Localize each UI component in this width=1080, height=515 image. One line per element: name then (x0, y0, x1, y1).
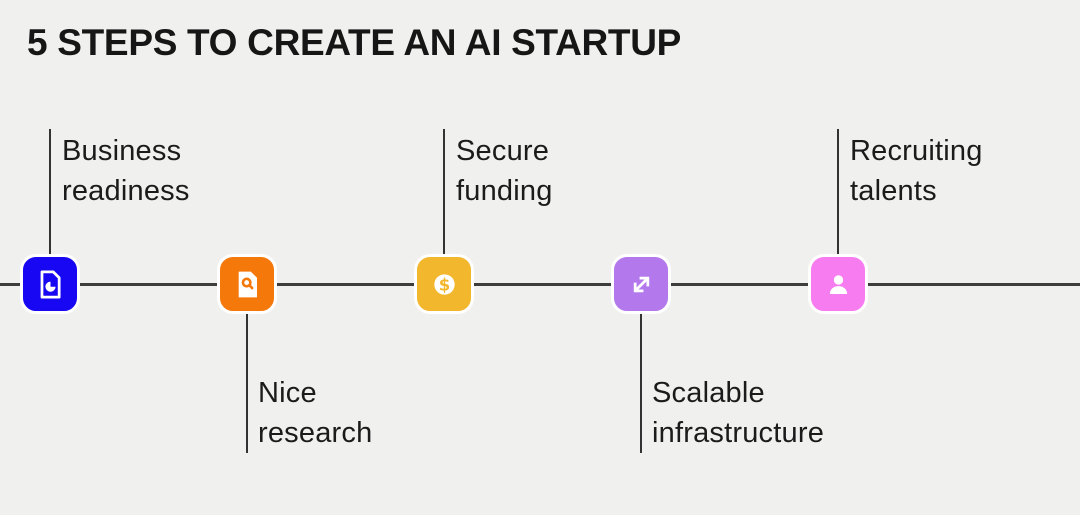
step-label-line1: Scalable (652, 377, 765, 409)
page-title: 5 STEPS TO CREATE AN AI STARTUP (27, 22, 682, 63)
connector-line (837, 129, 839, 259)
connector-line (49, 129, 51, 259)
step-label-line1: Business (62, 135, 182, 167)
step-label-line2: research (258, 417, 373, 449)
step-label: Recruiting talents (850, 131, 983, 211)
document-chart-icon (40, 269, 61, 299)
step-label: Business readiness (62, 131, 190, 211)
document-search-icon (238, 271, 257, 297)
step-label-line1: Secure (456, 135, 550, 167)
step-label-line1: Recruiting (850, 135, 983, 167)
connector-line (246, 305, 248, 453)
step-label: Scalable infrastructure (652, 373, 824, 453)
step-label-line2: readiness (62, 175, 190, 207)
step-icon-tile (20, 254, 80, 314)
step-label-line2: infrastructure (652, 417, 825, 449)
expand-arrows-icon (633, 276, 649, 292)
step-icon-tile (808, 254, 868, 314)
step-label-line2: talents (850, 175, 937, 207)
step-icon-tile: $ (414, 254, 474, 314)
connector-line (443, 129, 445, 259)
step-label: Nice research (258, 373, 372, 453)
step-label-line2: funding (456, 175, 553, 207)
step-icon-tile (611, 254, 671, 314)
step-label-line1: Nice (258, 377, 317, 409)
step-label: Secure funding (456, 131, 553, 211)
dollar-coin-icon: $ (433, 273, 455, 295)
person-icon (829, 274, 847, 294)
connector-line (640, 305, 642, 453)
svg-text:$: $ (438, 275, 449, 294)
step-icon-tile (217, 254, 277, 314)
timeline-line (0, 283, 1080, 286)
